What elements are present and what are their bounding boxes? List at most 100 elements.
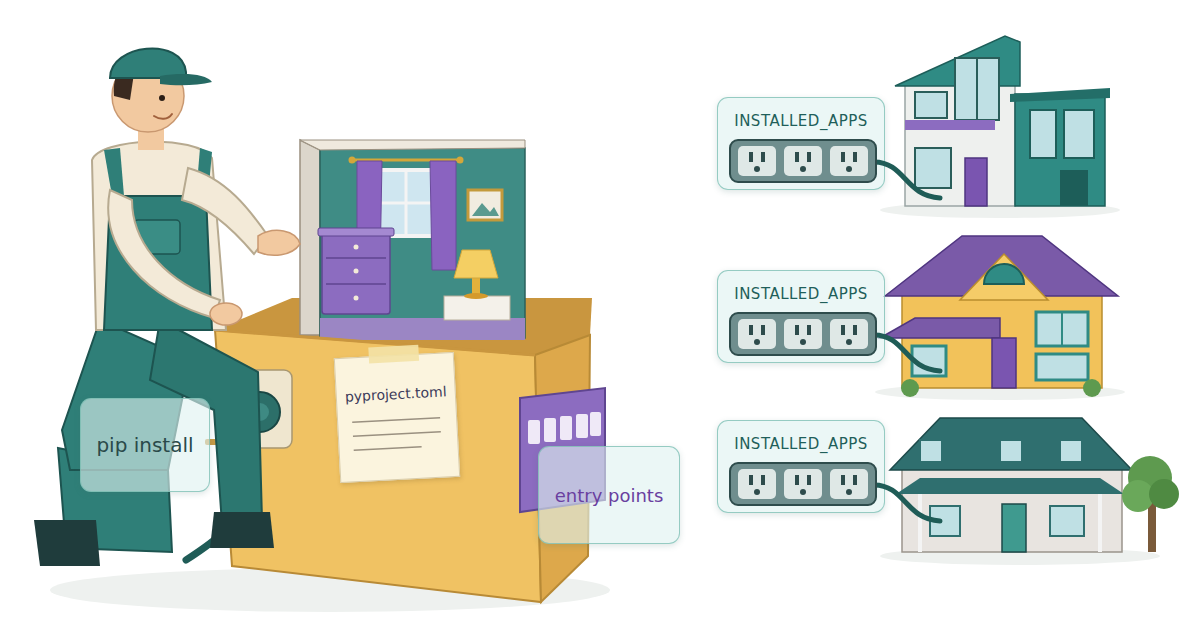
yellow-house — [992, 338, 1016, 388]
power-strip — [846, 489, 852, 495]
miniature-room — [318, 228, 394, 236]
node-label: entry points — [555, 485, 664, 506]
modern-house — [895, 36, 1110, 206]
modern-house — [955, 58, 999, 120]
worker — [154, 114, 172, 119]
gray-house — [1000, 440, 1022, 462]
worker — [258, 230, 300, 255]
gray-house — [1060, 440, 1082, 462]
yellow-house — [880, 318, 1000, 338]
worker — [210, 303, 242, 325]
note-lines — [368, 345, 419, 364]
power-strip — [795, 152, 799, 162]
miniature-room — [349, 157, 356, 164]
miniature-room — [300, 140, 320, 335]
power-strip — [841, 152, 845, 162]
power-strip — [874, 485, 940, 521]
yellow-house — [1061, 312, 1063, 346]
worker — [159, 95, 165, 101]
gray-house — [1148, 500, 1156, 552]
modern-house — [1010, 88, 1110, 102]
yellow-house — [1036, 354, 1088, 380]
miniature-room — [322, 232, 390, 314]
modern-house — [1060, 170, 1088, 206]
power-strip — [749, 325, 753, 335]
modern-house — [905, 120, 995, 130]
power-strip — [784, 146, 822, 176]
power-strip — [784, 319, 822, 349]
yellow-house — [960, 254, 1048, 300]
modern-house — [1015, 94, 1105, 206]
power-strip — [754, 166, 760, 172]
miniature-room — [430, 161, 456, 270]
paper-note: pyproject.toml — [334, 352, 460, 483]
glass-label: INSTALLED_APPS — [717, 420, 885, 513]
gray-house — [1002, 504, 1026, 552]
miniature-room — [457, 157, 464, 164]
power-strip — [795, 325, 799, 335]
power-strip — [800, 166, 806, 172]
worker — [210, 512, 274, 548]
yellow-house — [880, 236, 1118, 397]
entry-points-strip — [528, 420, 540, 444]
cardboard-box — [215, 330, 541, 602]
miniature-room — [468, 190, 502, 220]
yellow-house — [1036, 312, 1088, 346]
entry-points-strip — [590, 412, 601, 436]
miniature-room — [326, 257, 386, 259]
power-strip — [761, 475, 765, 485]
power-strip — [800, 489, 806, 495]
power-strip — [749, 475, 753, 485]
gray-house — [890, 418, 1179, 552]
power-strip — [853, 152, 857, 162]
power-strip — [730, 140, 876, 182]
node-label: pyproject.toml — [345, 383, 447, 404]
power-strip — [784, 469, 822, 499]
miniature-room — [320, 148, 525, 338]
node-label: INSTALLED_APPS — [734, 112, 868, 130]
power-strip — [830, 319, 868, 349]
power-strip — [846, 339, 852, 345]
power-strip — [754, 489, 760, 495]
gray-house — [1098, 494, 1102, 552]
worker — [160, 74, 212, 85]
miniature-room — [378, 170, 434, 236]
worker — [34, 48, 300, 566]
power-strip — [807, 325, 811, 335]
gray-house — [930, 506, 960, 536]
miniature-room — [300, 140, 525, 340]
worker — [104, 148, 124, 196]
miniature-room — [472, 203, 499, 216]
glass-label: INSTALLED_APPS — [717, 97, 885, 190]
miniature-room — [320, 318, 525, 340]
power-strip — [730, 463, 876, 505]
power-strip — [795, 475, 799, 485]
power-strip — [730, 313, 940, 371]
power-strip — [761, 152, 765, 162]
power-strip — [841, 475, 845, 485]
cardboard-box — [215, 330, 535, 355]
gray-house — [918, 494, 922, 552]
power-strip — [841, 325, 845, 335]
modern-house — [1064, 110, 1094, 158]
power-strip — [738, 146, 776, 176]
worker — [182, 168, 268, 254]
miniature-room — [354, 269, 359, 274]
modern-house — [976, 58, 978, 120]
note-lines — [348, 344, 441, 450]
power-strip — [749, 152, 753, 162]
modern-house — [915, 92, 947, 118]
gray-house — [890, 418, 1132, 470]
power-strip — [830, 146, 868, 176]
power-strip — [754, 339, 760, 345]
yellow-house — [984, 264, 1024, 284]
entry-points-strip — [544, 418, 556, 442]
power-strip — [730, 463, 940, 521]
power-strip — [807, 475, 811, 485]
modern-house — [965, 158, 987, 206]
modern-house — [915, 148, 951, 188]
glass-label: pip install — [80, 398, 210, 492]
power-strip — [730, 140, 940, 198]
